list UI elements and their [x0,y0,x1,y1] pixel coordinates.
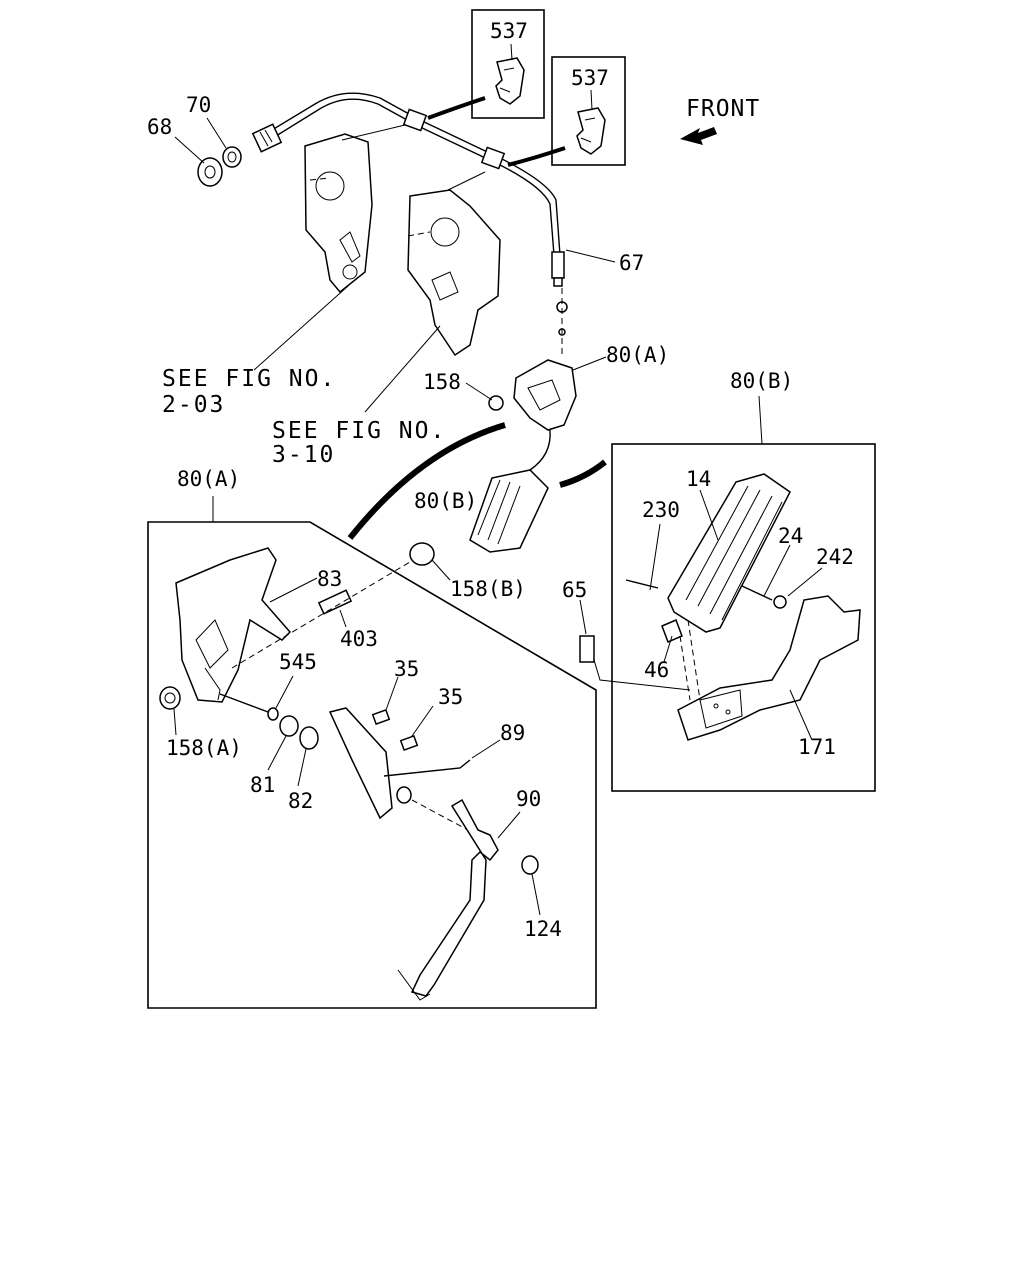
label-46: 46 [644,658,669,682]
label-242: 242 [816,545,854,569]
pedal-pad-14 [667,473,791,633]
label-403: 403 [340,627,378,651]
label-537-b: 537 [571,66,609,90]
clip-537-detail-a [471,9,545,119]
label-80a-box: 80(A) [177,467,240,491]
washer-545 [267,707,279,721]
label-124: 124 [524,917,562,941]
label-35-a: 35 [394,657,419,681]
label-90: 90 [516,787,541,811]
label-80b-top: 80(B) [730,369,793,393]
pedal-assembly-overview [469,359,577,553]
label-14: 14 [686,467,711,491]
clip-arrow-b [507,146,566,167]
label-171: 171 [798,735,836,759]
lever-89 [328,707,471,820]
bracket-83 [159,547,292,710]
accelerator-cable [251,92,568,355]
label-68: 68 [147,115,172,139]
bushing-158b [409,542,435,566]
knob-68 [197,157,223,187]
label-front: FRONT [686,96,760,122]
label-see-fig-2-line1: SEE FIG NO. [272,418,446,444]
label-see-fig-2-line2: 3-10 [272,442,335,468]
label-80a-top: 80(A) [606,343,669,367]
arrow-to-80b [559,459,607,488]
label-70: 70 [186,93,211,117]
label-80b-mid: 80(B) [414,489,477,513]
detail-box-80b [611,395,876,792]
spring-403 [317,589,353,615]
bracket-fig-3-10 [407,189,501,357]
label-35-b: 35 [438,685,463,709]
label-81: 81 [250,773,275,797]
label-545: 545 [279,650,317,674]
label-83: 83 [317,567,342,591]
bolt-65 [579,635,595,663]
label-see-fig-1-line1: SEE FIG NO. [162,366,336,392]
label-230: 230 [642,498,680,522]
label-24: 24 [778,524,803,548]
spring-81 [279,715,299,737]
nut-70 [222,146,242,168]
label-67: 67 [619,251,644,275]
bushing-124 [521,855,539,875]
label-537-a: 537 [490,19,528,43]
label-65: 65 [562,578,587,602]
clip-arrow-a [427,96,486,120]
clip-537-detail-b [551,56,626,166]
bracket-171 [677,595,861,741]
label-see-fig-1-line2: 2-03 [162,392,225,418]
detail-box-80a [147,496,597,1009]
front-arrow-icon [680,127,717,145]
pedal-arm-90 [396,786,499,1001]
nut-242 [773,595,787,609]
label-158: 158 [423,370,461,394]
label-89: 89 [500,721,525,745]
label-158b: 158(B) [450,577,526,601]
label-158a: 158(A) [166,736,242,760]
arrow-to-80a [347,422,506,540]
label-82: 82 [288,789,313,813]
bushing-82 [299,726,319,750]
bracket-fig-2-03 [304,133,373,294]
